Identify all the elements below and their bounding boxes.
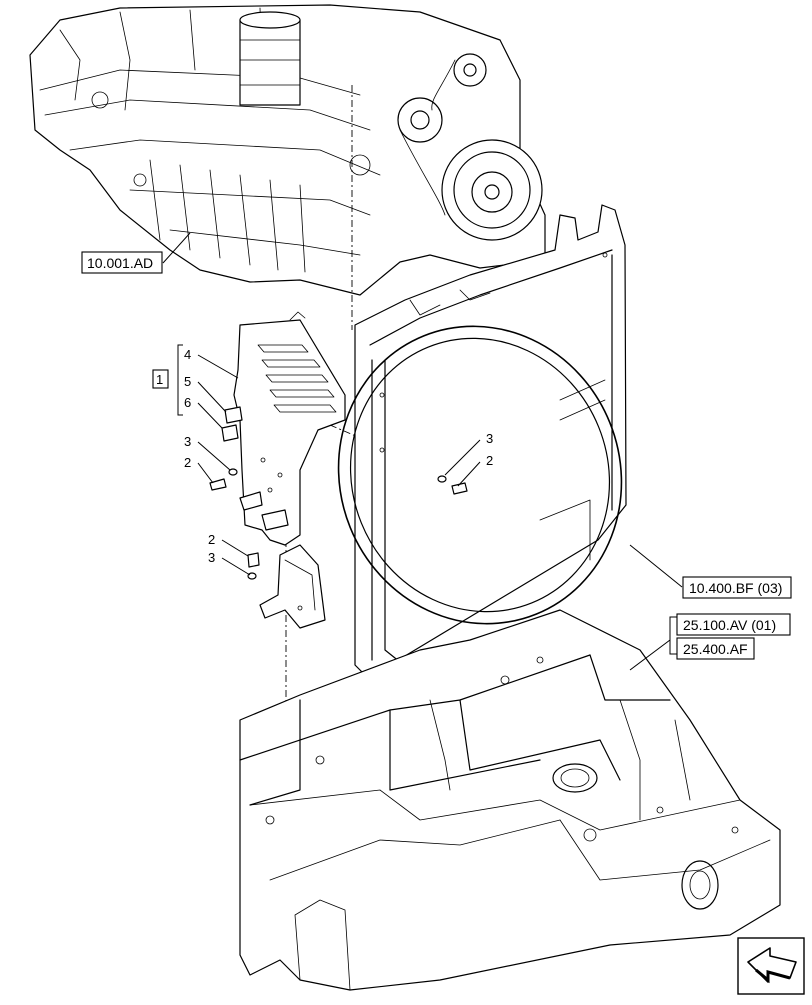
- svg-text:1: 1: [156, 372, 163, 387]
- lower-bracket: [259, 544, 326, 629]
- svg-text:10.001.AD: 10.001.AD: [87, 255, 153, 271]
- callout-clip-a: 5: [184, 374, 191, 389]
- callout-washer-upper-left: 3: [184, 434, 191, 449]
- shroud-plate: [233, 311, 346, 546]
- ref-front-support-2[interactable]: 25.400.AF: [676, 637, 755, 660]
- callout-clip-b: 6: [184, 395, 191, 410]
- svg-text:10.400.BF (03): 10.400.BF (03): [689, 580, 782, 596]
- callout-washer-lower: 3: [208, 550, 215, 565]
- leader-lines: [162, 232, 683, 671]
- callout-bolt-lower: 2: [208, 532, 215, 547]
- vent-slots: [257, 344, 337, 413]
- callout-bolt-right: 2: [486, 453, 493, 468]
- engine-block: [29, 4, 546, 296]
- callout-washer-right: 3: [486, 431, 493, 446]
- callout-shroud-plate: 4: [184, 347, 191, 362]
- callout-bolt-upper-left: 2: [184, 455, 191, 470]
- ref-radiator-frame[interactable]: 10.400.BF (03): [682, 576, 792, 599]
- ref-engine[interactable]: 10.001.AD: [81, 251, 163, 274]
- hardware: [209, 468, 468, 580]
- svg-text:25.400.AF: 25.400.AF: [683, 641, 748, 657]
- clips: [221, 406, 243, 442]
- callout-kit: 1: [152, 369, 169, 389]
- front-support: [239, 609, 781, 991]
- svg-text:25.100.AV (01): 25.100.AV (01): [683, 617, 776, 633]
- arrow-icon: [737, 937, 805, 995]
- ref-front-support-1[interactable]: 25.100.AV (01): [676, 613, 791, 636]
